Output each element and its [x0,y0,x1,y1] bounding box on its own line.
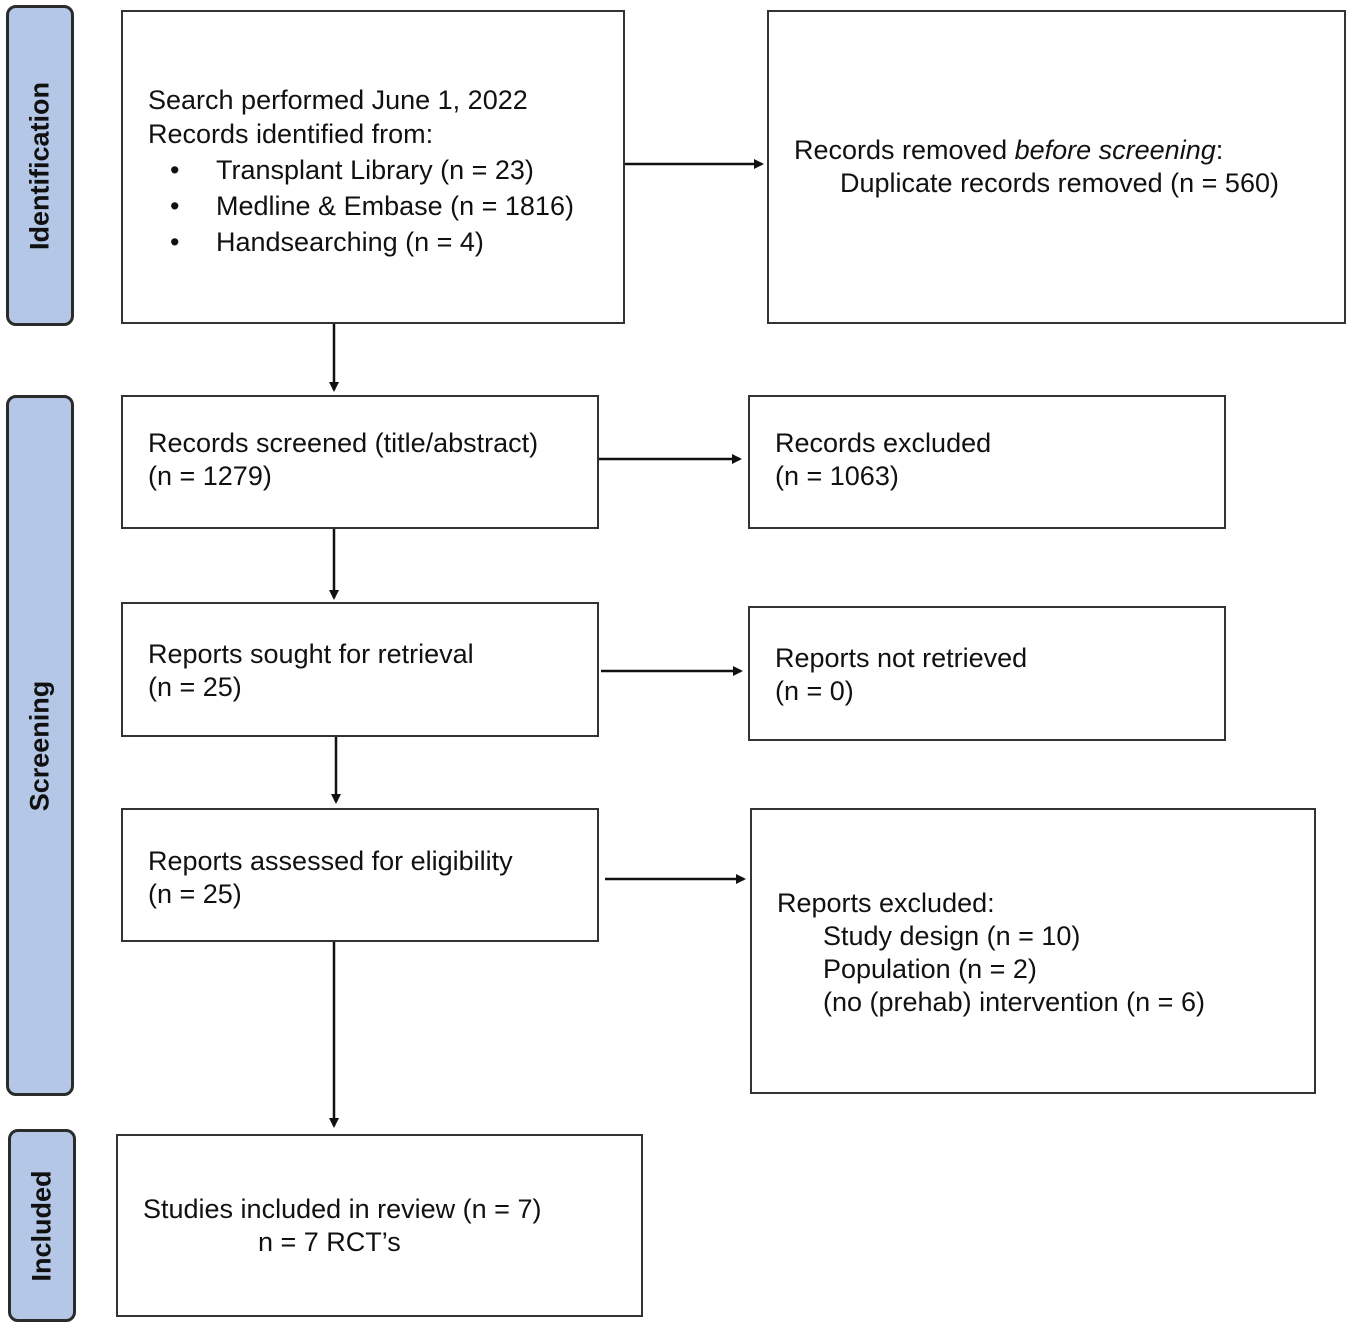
phase-identification: Identification [6,5,74,326]
records-removed-heading: Records removed before screening: [794,135,1224,165]
reports-excluded-heading: Reports excluded: [777,888,995,918]
duplicates-removed: Duplicate records removed (n = 560) [840,168,1279,198]
source-item: Handsearching (n = 4) [148,225,623,259]
reports-not-retrieved-count: (n = 0) [775,676,854,706]
records-screened-box: Records screened (title/abstract) (n = 1… [121,395,599,529]
records-identified-heading: Records identified from: [148,119,434,149]
reports-not-retrieved-label: Reports not retrieved [775,643,1028,673]
reports-excluded-box: Reports excluded: Study design (n = 10) … [750,808,1316,1094]
records-screened-label: Records screened (title/abstract) [148,428,539,458]
reports-assessed-count: (n = 25) [148,879,242,909]
records-excluded-box: Records excluded (n = 1063) [748,395,1226,529]
reports-sought-count: (n = 25) [148,672,242,702]
studies-included-label: Studies included in review (n = 7) [143,1194,542,1224]
studies-included-box: Studies included in review (n = 7) n = 7… [116,1134,643,1317]
reports-sought-label: Reports sought for retrieval [148,639,474,669]
source-item: Medline & Embase (n = 1816) [148,189,623,223]
reports-assessed-box: Reports assessed for eligibility (n = 25… [121,808,599,942]
phase-screening: Screening [6,395,74,1096]
reports-sought-box: Reports sought for retrieval (n = 25) [121,602,599,737]
records-excluded-label: Records excluded [775,428,992,458]
exclusion-reason: Population (n = 2) [823,954,1037,984]
records-excluded-count: (n = 1063) [775,461,899,491]
studies-included-rcts: n = 7 RCT’s [258,1227,401,1257]
reports-assessed-label: Reports assessed for eligibility [148,846,513,876]
source-item: Transplant Library (n = 23) [148,153,623,187]
search-date: Search performed June 1, 2022 [148,85,528,115]
phase-included: Included [8,1129,76,1322]
records-removed-box: Records removed before screening: Duplic… [767,10,1346,324]
records-identified-box: Search performed June 1, 2022 Records id… [121,10,625,324]
records-screened-count: (n = 1279) [148,461,272,491]
exclusion-reason: (no (prehab) intervention (n = 6) [823,987,1205,1017]
exclusion-reason: Study design (n = 10) [823,921,1081,951]
reports-not-retrieved-box: Reports not retrieved (n = 0) [748,606,1226,741]
